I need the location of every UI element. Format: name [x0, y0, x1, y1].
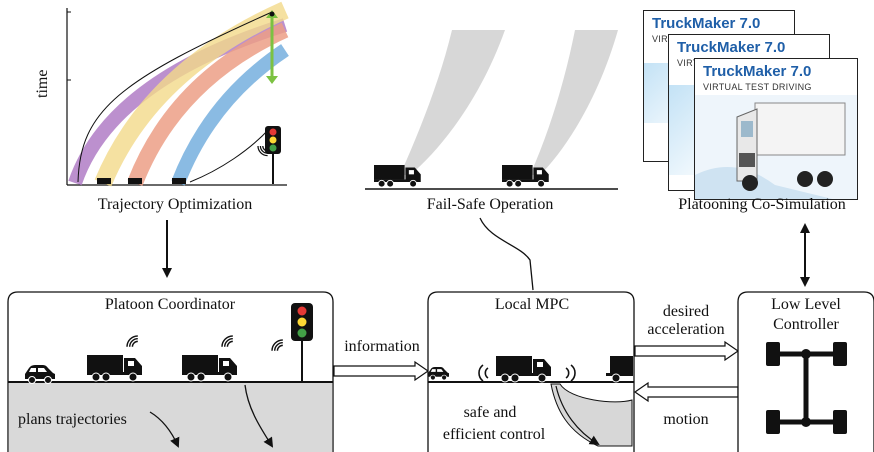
chassis-icon: [766, 342, 847, 434]
truckmaker-brand-back: TruckMaker 7.0: [652, 15, 761, 32]
information-arrow: [333, 360, 430, 382]
trajectory-optimization-label: Trajectory Optimization: [97, 196, 253, 213]
low-level-controller-box: [737, 291, 874, 452]
desired-label: desired: [662, 303, 710, 320]
trajectory-plot: [66, 1, 289, 187]
motion-arrow: [633, 381, 739, 403]
local-mpc-box: [427, 291, 635, 452]
acceleration-label: acceleration: [647, 321, 725, 338]
truck-image: [695, 95, 857, 199]
platooning-co-simulation-label: Platooning Co-Simulation: [678, 196, 846, 213]
fail-safe-operation-label: Fail-Safe Operation: [426, 196, 554, 213]
low-level-title-2: Controller: [773, 316, 839, 333]
desired-acceleration-arrow: [634, 340, 740, 362]
plans-trajectories-label: plans trajectories: [18, 411, 127, 428]
truckmaker-subtitle-front: VIRTUAL TEST DRIVING: [703, 82, 812, 92]
truckmaker-brand-middle: TruckMaker 7.0: [677, 39, 786, 56]
motion-label: motion: [663, 411, 709, 428]
fail-safe-illustration: [365, 30, 618, 190]
platoon-coordinator-title: Platoon Coordinator: [104, 296, 236, 313]
truckmaker-card-front: TruckMaker 7.0 VIRTUAL TEST DRIVING: [694, 58, 858, 200]
plot-ylabel: time: [34, 69, 51, 98]
low-level-title-1: Low Level: [771, 296, 841, 313]
efficient-control-label: efficient control: [442, 426, 546, 443]
plot-traffic-light: [257, 126, 281, 184]
information-label: information: [344, 338, 420, 355]
local-mpc-title: Local MPC: [494, 296, 570, 313]
fail-safe-connector: [479, 217, 534, 291]
safe-and-label: safe and: [463, 404, 517, 421]
truckmaker-brand-front: TruckMaker 7.0: [703, 63, 812, 80]
platoon-coordinator-box: [7, 291, 334, 452]
